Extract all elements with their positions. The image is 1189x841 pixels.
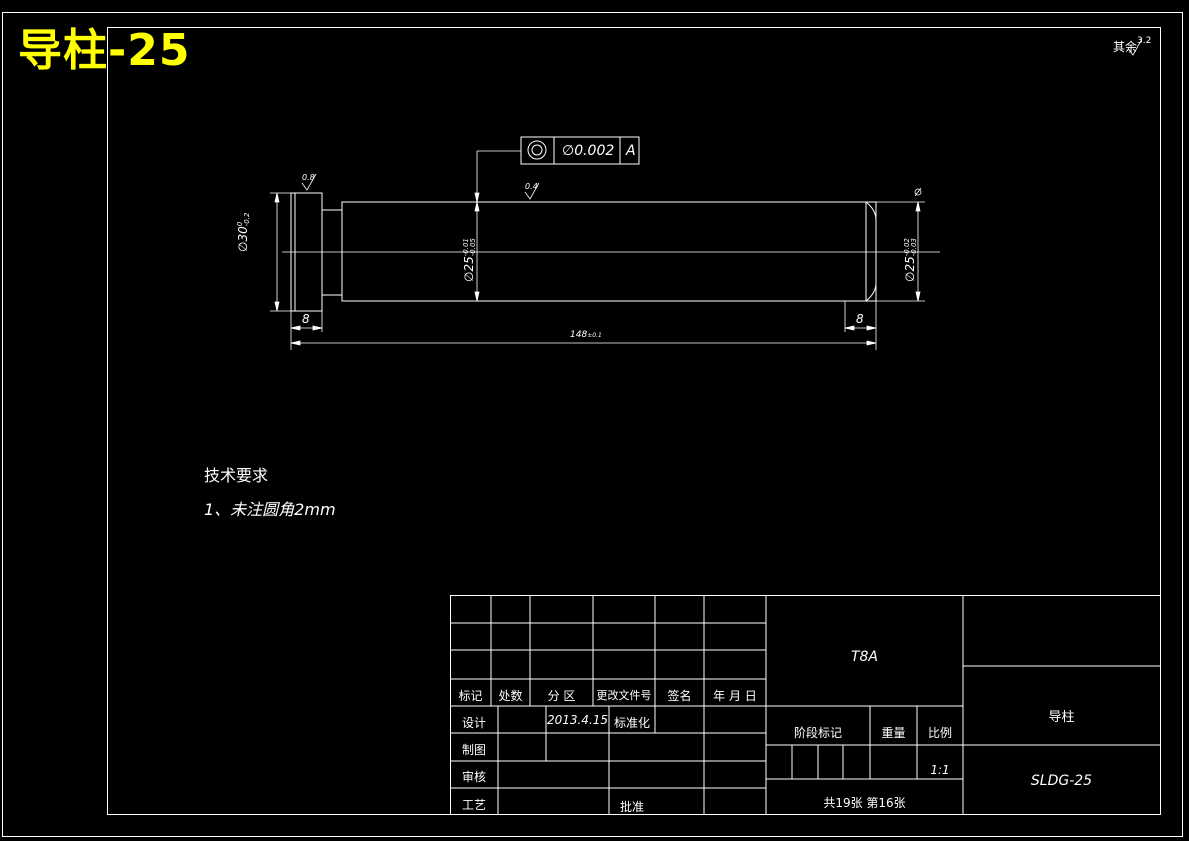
- left-length-label: 8: [302, 312, 310, 326]
- tb-header-change-doc: 更改文件号: [596, 689, 652, 702]
- tb-stage-label: 阶段标记: [793, 726, 842, 740]
- roughness-icon: [1127, 38, 1143, 56]
- tb-standardize-label: 标准化: [613, 716, 650, 730]
- tb-sheets: 共19张 第16张: [823, 796, 906, 810]
- left-diameter-label: ∅300-0.2: [236, 213, 251, 252]
- tolerance-value: ∅0.002: [562, 143, 615, 159]
- right-diameter-main: ∅25: [903, 256, 917, 282]
- roughness-icon: [301, 173, 317, 191]
- left-diameter-main: ∅30: [236, 226, 250, 252]
- roughness-icon: [524, 182, 540, 200]
- middle-diameter-main: ∅25: [462, 256, 476, 282]
- concentricity-icon: [527, 140, 547, 160]
- tb-header-signature: 签名: [667, 689, 692, 703]
- drawing-title: 导柱-25: [18, 25, 191, 76]
- tolerance-datum: A: [626, 143, 636, 159]
- surface-note: 其余3.2: [1113, 36, 1152, 55]
- tb-scale-label: 比例: [927, 726, 952, 740]
- dimension-lines: [270, 150, 925, 350]
- right-length-label: 8: [856, 312, 864, 326]
- total-length-tol: ±0.1: [587, 332, 602, 339]
- surface-note-value: 3.2: [1137, 36, 1152, 46]
- title-block-grid: [450, 595, 1161, 815]
- tech-requirements-heading: 技术要求: [204, 466, 269, 485]
- tech-requirements-item: 1、未注圆角2mm: [204, 500, 336, 519]
- total-length-value: 148: [570, 330, 588, 340]
- middle-diameter-tol-lower: -0.05: [468, 238, 477, 257]
- middle-diameter-label: ∅25-0.01-0.05: [462, 238, 477, 282]
- right-diameter-tol-lower: -0.03: [909, 238, 918, 257]
- roughness-value-top: 0.4: [525, 182, 538, 191]
- surface-note-label: 其余: [1113, 40, 1138, 54]
- shaft-body: [341, 201, 877, 302]
- shaft-view: [282, 192, 940, 312]
- outer-border: [2, 12, 1183, 837]
- tolerance-frame: [520, 136, 640, 165]
- tb-scale-value: 1:1: [930, 763, 950, 777]
- tb-weight-label: 重量: [881, 726, 906, 740]
- tb-header-count: 处数: [498, 689, 523, 703]
- tb-approve-label: 批准: [619, 800, 644, 814]
- tb-design-date: 2013.4.15: [546, 713, 609, 727]
- roughness-symbols: [301, 38, 1143, 200]
- tb-design-label: 设计: [461, 716, 486, 730]
- tb-process-label: 工艺: [461, 798, 486, 812]
- diameter-symbol-icon: [914, 188, 922, 196]
- roughness-value-left: 0.8: [302, 173, 315, 182]
- tb-part-name: 导柱: [1048, 710, 1075, 725]
- tb-header-mark: 标记: [458, 689, 483, 703]
- tb-header-date: 年 月 日: [713, 689, 757, 703]
- total-length-label: 148±0.1: [570, 330, 602, 340]
- tb-material: T8A: [850, 649, 879, 665]
- tb-check-label: 审核: [461, 770, 486, 784]
- left-diameter-tol: -0.2: [242, 212, 251, 227]
- tb-drawing-no: SLDG-25: [1030, 773, 1093, 789]
- tb-header-zone: 分 区: [547, 689, 576, 703]
- tb-draw-label: 制图: [461, 743, 486, 757]
- right-diameter-label: ∅25-0.02-0.03: [903, 238, 918, 282]
